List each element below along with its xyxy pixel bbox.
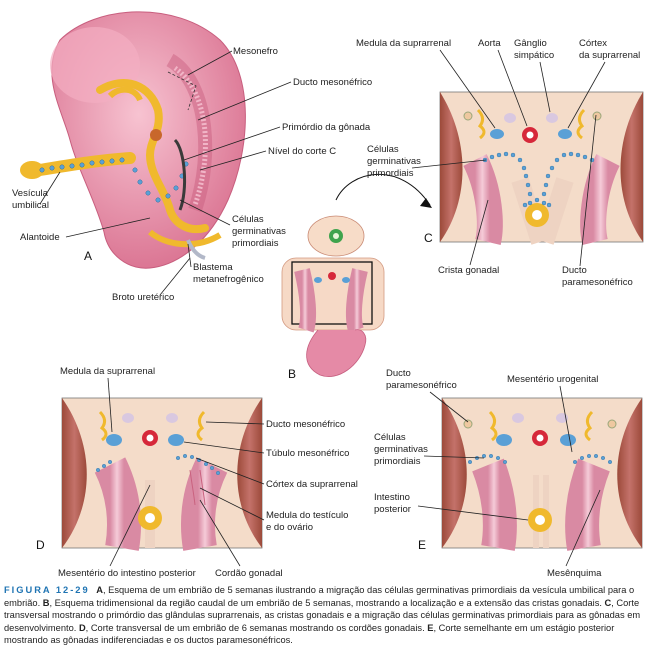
panel-letter-b: B xyxy=(288,367,296,381)
label-mesenterio-d: Mesentério do intestino posterior xyxy=(58,568,196,579)
label-celulas-a-1: Células xyxy=(232,214,264,225)
label-medula-d: Medula da suprarrenal xyxy=(60,366,155,377)
caption-e-letter: E xyxy=(427,622,434,633)
label-celulas-a-2: germinativas xyxy=(232,226,286,237)
label-ganglio-1: Gânglio xyxy=(514,38,547,49)
label-ducto-e-2: paramesonéfrico xyxy=(386,380,457,391)
panel-a-embryo xyxy=(20,11,246,269)
leader-lines-c xyxy=(411,49,606,267)
label-vesicula-2: umbilical xyxy=(12,200,49,211)
label-ducto-meso-d: Ducto mesonéfrico xyxy=(266,419,345,430)
leader-lines-e xyxy=(417,385,601,567)
caption-d-letter: D xyxy=(78,622,86,633)
label-mesonefro: Mesonefro xyxy=(233,46,278,57)
label-cortex-c-2: da suprarrenal xyxy=(579,50,640,61)
caption-a-letter: A xyxy=(96,585,103,595)
leader-lines-d xyxy=(107,377,265,567)
label-mesenterio-uro: Mesentério urogenital xyxy=(507,374,598,385)
caption-text-e: , Corte semelhante em um estágio posteri… xyxy=(4,622,615,646)
label-nivel-corte: Nível do corte C xyxy=(268,146,336,157)
panel-letter-c: C xyxy=(424,231,433,245)
label-vesicula-1: Vesícula xyxy=(12,188,49,199)
label-intestino-1: Intestino xyxy=(374,492,410,503)
panel-letter-a: A xyxy=(84,249,92,263)
label-blastema-2: metanefrogênico xyxy=(193,274,264,285)
panel-e-section xyxy=(441,397,643,551)
label-blastema-1: Blastema xyxy=(193,262,233,273)
figure-label: FIGURA 12-29 xyxy=(4,585,90,595)
label-cortex-d: Córtex da suprarrenal xyxy=(266,479,358,490)
panel-b-caudal xyxy=(281,173,432,377)
label-ducto-e-1: Ducto xyxy=(386,368,411,379)
label-mesenquima: Mesênquima xyxy=(547,568,602,579)
label-cortex-c-1: Córtex xyxy=(579,38,607,49)
label-primordio-gonada: Primórdio da gônada xyxy=(282,122,371,133)
label-alantoide: Alantoide xyxy=(20,232,60,243)
caption-b-letter: B xyxy=(42,597,50,608)
label-intestino-2: posterior xyxy=(374,504,411,515)
label-ducto-mesonefrico-a: Ducto mesonéfrico xyxy=(293,77,372,88)
leader-lines-a xyxy=(39,50,292,296)
caption-text-c: , Corte transversal mostrando o primórdi… xyxy=(4,597,641,633)
label-broto: Broto uretérico xyxy=(112,292,174,303)
label-celulas-c-2: germinativas xyxy=(367,156,421,167)
label-medula-test-1: Medula do testículo xyxy=(266,510,348,521)
panel-c-section xyxy=(439,91,644,245)
label-medula-test-2: e do ovário xyxy=(266,522,313,533)
label-crista: Crista gonadal xyxy=(438,265,499,276)
label-celulas-e-2: germinativas xyxy=(374,444,428,455)
label-celulas-c-3: primordiais xyxy=(367,168,414,179)
figure-caption: FIGURA 12-29 A, Esquema de um embrião de… xyxy=(4,584,660,647)
label-aorta: Aorta xyxy=(478,38,501,49)
label-ducto-para-c-1: Ducto xyxy=(562,265,587,276)
caption-text-a: , Esquema de um embrião de 5 semanas ilu… xyxy=(4,585,635,608)
figure-illustration: Mesonefro Ducto mesonéfrico Primórdio da… xyxy=(12,11,644,579)
panel-d-section xyxy=(61,397,263,551)
label-tubulo: Túbulo mesonéfrico xyxy=(266,448,349,459)
caption-text-d: , Corte transversal de um embrião de 6 s… xyxy=(85,622,428,633)
label-celulas-e-1: Células xyxy=(374,432,406,443)
panel-letter-e: E xyxy=(418,538,426,552)
label-celulas-a-3: primordiais xyxy=(232,238,279,249)
label-celulas-e-3: primordiais xyxy=(374,456,421,467)
panel-letter-d: D xyxy=(36,538,45,552)
caption-c-letter: C xyxy=(604,597,612,608)
label-medula-c: Medula da suprarrenal xyxy=(356,38,451,49)
label-ganglio-2: simpático xyxy=(514,50,554,61)
caption-text-b: , Esquema tridimensional da região cauda… xyxy=(49,597,605,608)
label-ducto-para-c-2: paramesonéfrico xyxy=(562,277,633,288)
label-cordao: Cordão gonadal xyxy=(215,568,283,579)
label-celulas-c-1: Células xyxy=(367,144,399,155)
